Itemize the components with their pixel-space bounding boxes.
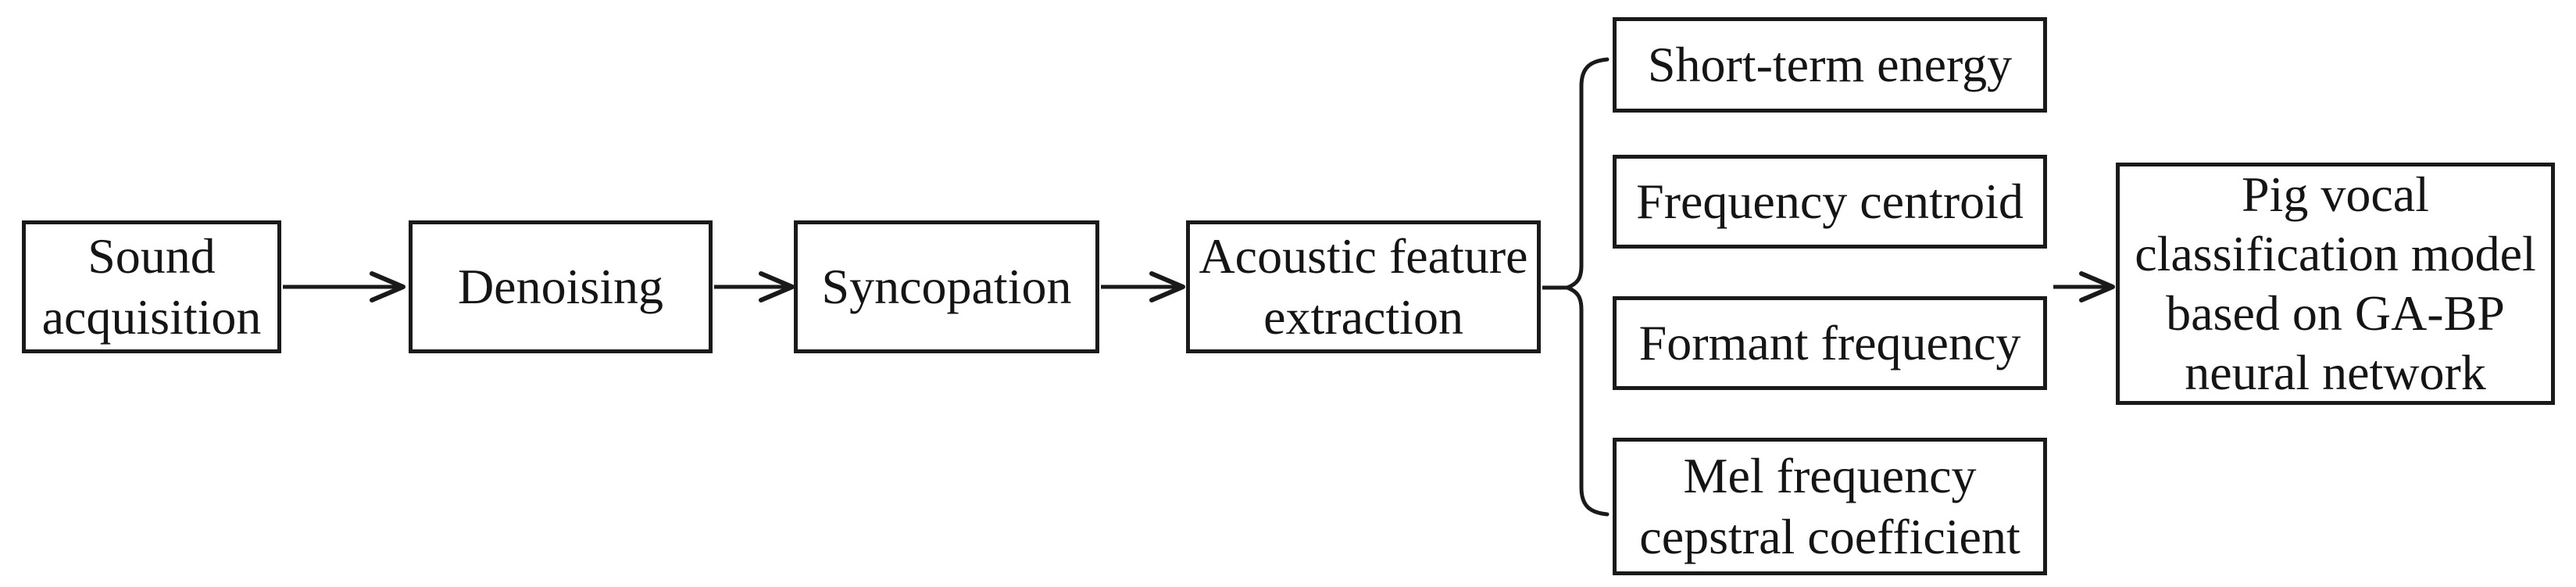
node-short-term-energy: Short-term energy <box>1613 17 2047 113</box>
node-label-line: Frequency centroid <box>1636 174 2024 229</box>
node-mel-frequency-cepstral-coefficient: Mel frequency cepstral coefficient <box>1613 438 2047 575</box>
node-syncopation: Syncopation <box>794 220 1099 353</box>
node-denoising: Denoising <box>409 220 713 353</box>
node-label-line: Sound <box>88 228 216 284</box>
node-acoustic-feature-extraction: Acoustic feature extraction <box>1186 220 1541 353</box>
node-label-line: neural network <box>2185 345 2486 400</box>
node-label-line: Short-term energy <box>1647 37 2013 92</box>
node-label-line: Formant frequency <box>1638 315 2021 370</box>
node-label-line: Pig vocal <box>2242 166 2429 222</box>
node-formant-frequency: Formant frequency <box>1613 296 2047 390</box>
node-pig-vocal-classification-model: Pig vocal classification model based on … <box>2116 163 2555 405</box>
node-label-line: Denoising <box>457 259 664 314</box>
node-label-line: acquisition <box>41 289 262 345</box>
node-label-line: classification model <box>2135 226 2536 281</box>
node-label-line: Mel frequency <box>1683 448 1977 503</box>
arrow-features-to-model <box>2053 271 2115 302</box>
node-label-line: based on GA-BP <box>2166 285 2505 341</box>
node-label-line: Syncopation <box>821 259 1072 314</box>
node-label-line: extraction <box>1263 289 1463 345</box>
node-label-line: Acoustic feature <box>1199 228 1528 284</box>
node-sound-acquisition: Sound acquisition <box>22 220 281 353</box>
arrow-sound-to-denoising <box>283 271 406 302</box>
node-label-line: cepstral coefficient <box>1639 509 2020 564</box>
arrow-denoising-to-syncopation <box>714 271 795 302</box>
node-frequency-centroid: Frequency centroid <box>1613 155 2047 249</box>
arrow-syncopation-to-acoustic <box>1101 271 1185 302</box>
feature-group-brace <box>1562 57 1610 517</box>
